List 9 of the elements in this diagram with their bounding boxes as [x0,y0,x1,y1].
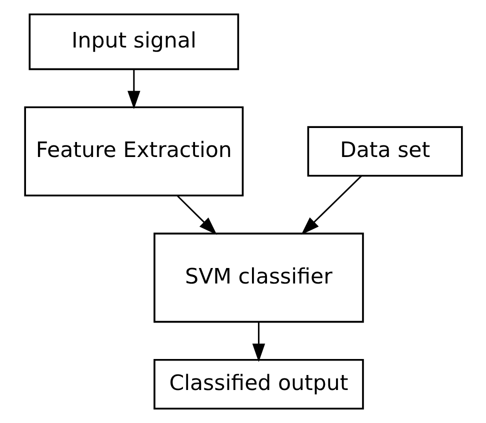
node-box: Data set [306,126,462,177]
arrow [252,322,265,362]
node-box: Feature Extraction [24,106,244,196]
node-box: SVM classifier [153,232,364,323]
node-box: Classified output [153,358,364,410]
node-box: Input signal [28,13,239,70]
arrow [127,70,140,110]
arrow [176,195,216,235]
arrow [300,176,362,235]
